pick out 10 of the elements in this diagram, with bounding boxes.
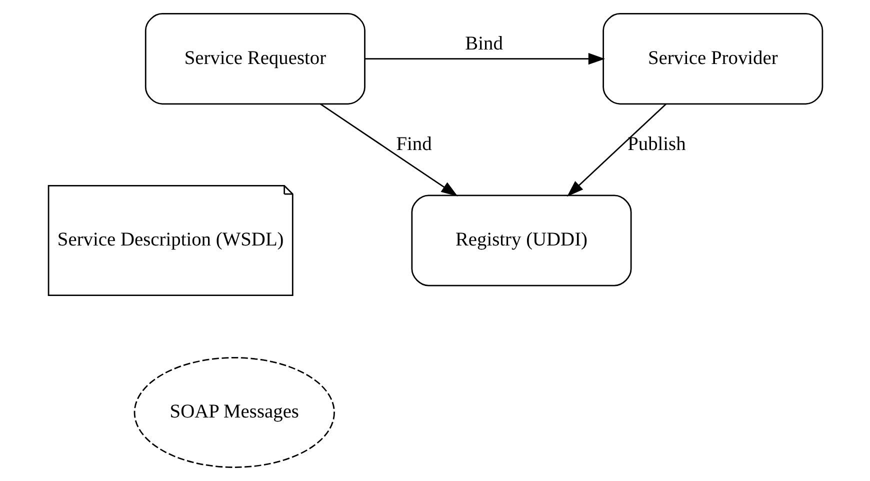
- arrow: [364, 52, 605, 65]
- node-box: Service Provider: [602, 13, 823, 105]
- edge-label: Find: [396, 134, 432, 155]
- edge-label: Bind: [464, 33, 502, 54]
- node-box: Service Requestor: [144, 13, 365, 105]
- node-ellipse: SOAP Messages: [133, 357, 334, 468]
- arrow: [319, 103, 458, 196]
- arrow: [566, 103, 666, 197]
- edge-label: Publish: [627, 134, 686, 155]
- node-box: Registry (UDDI): [410, 194, 632, 286]
